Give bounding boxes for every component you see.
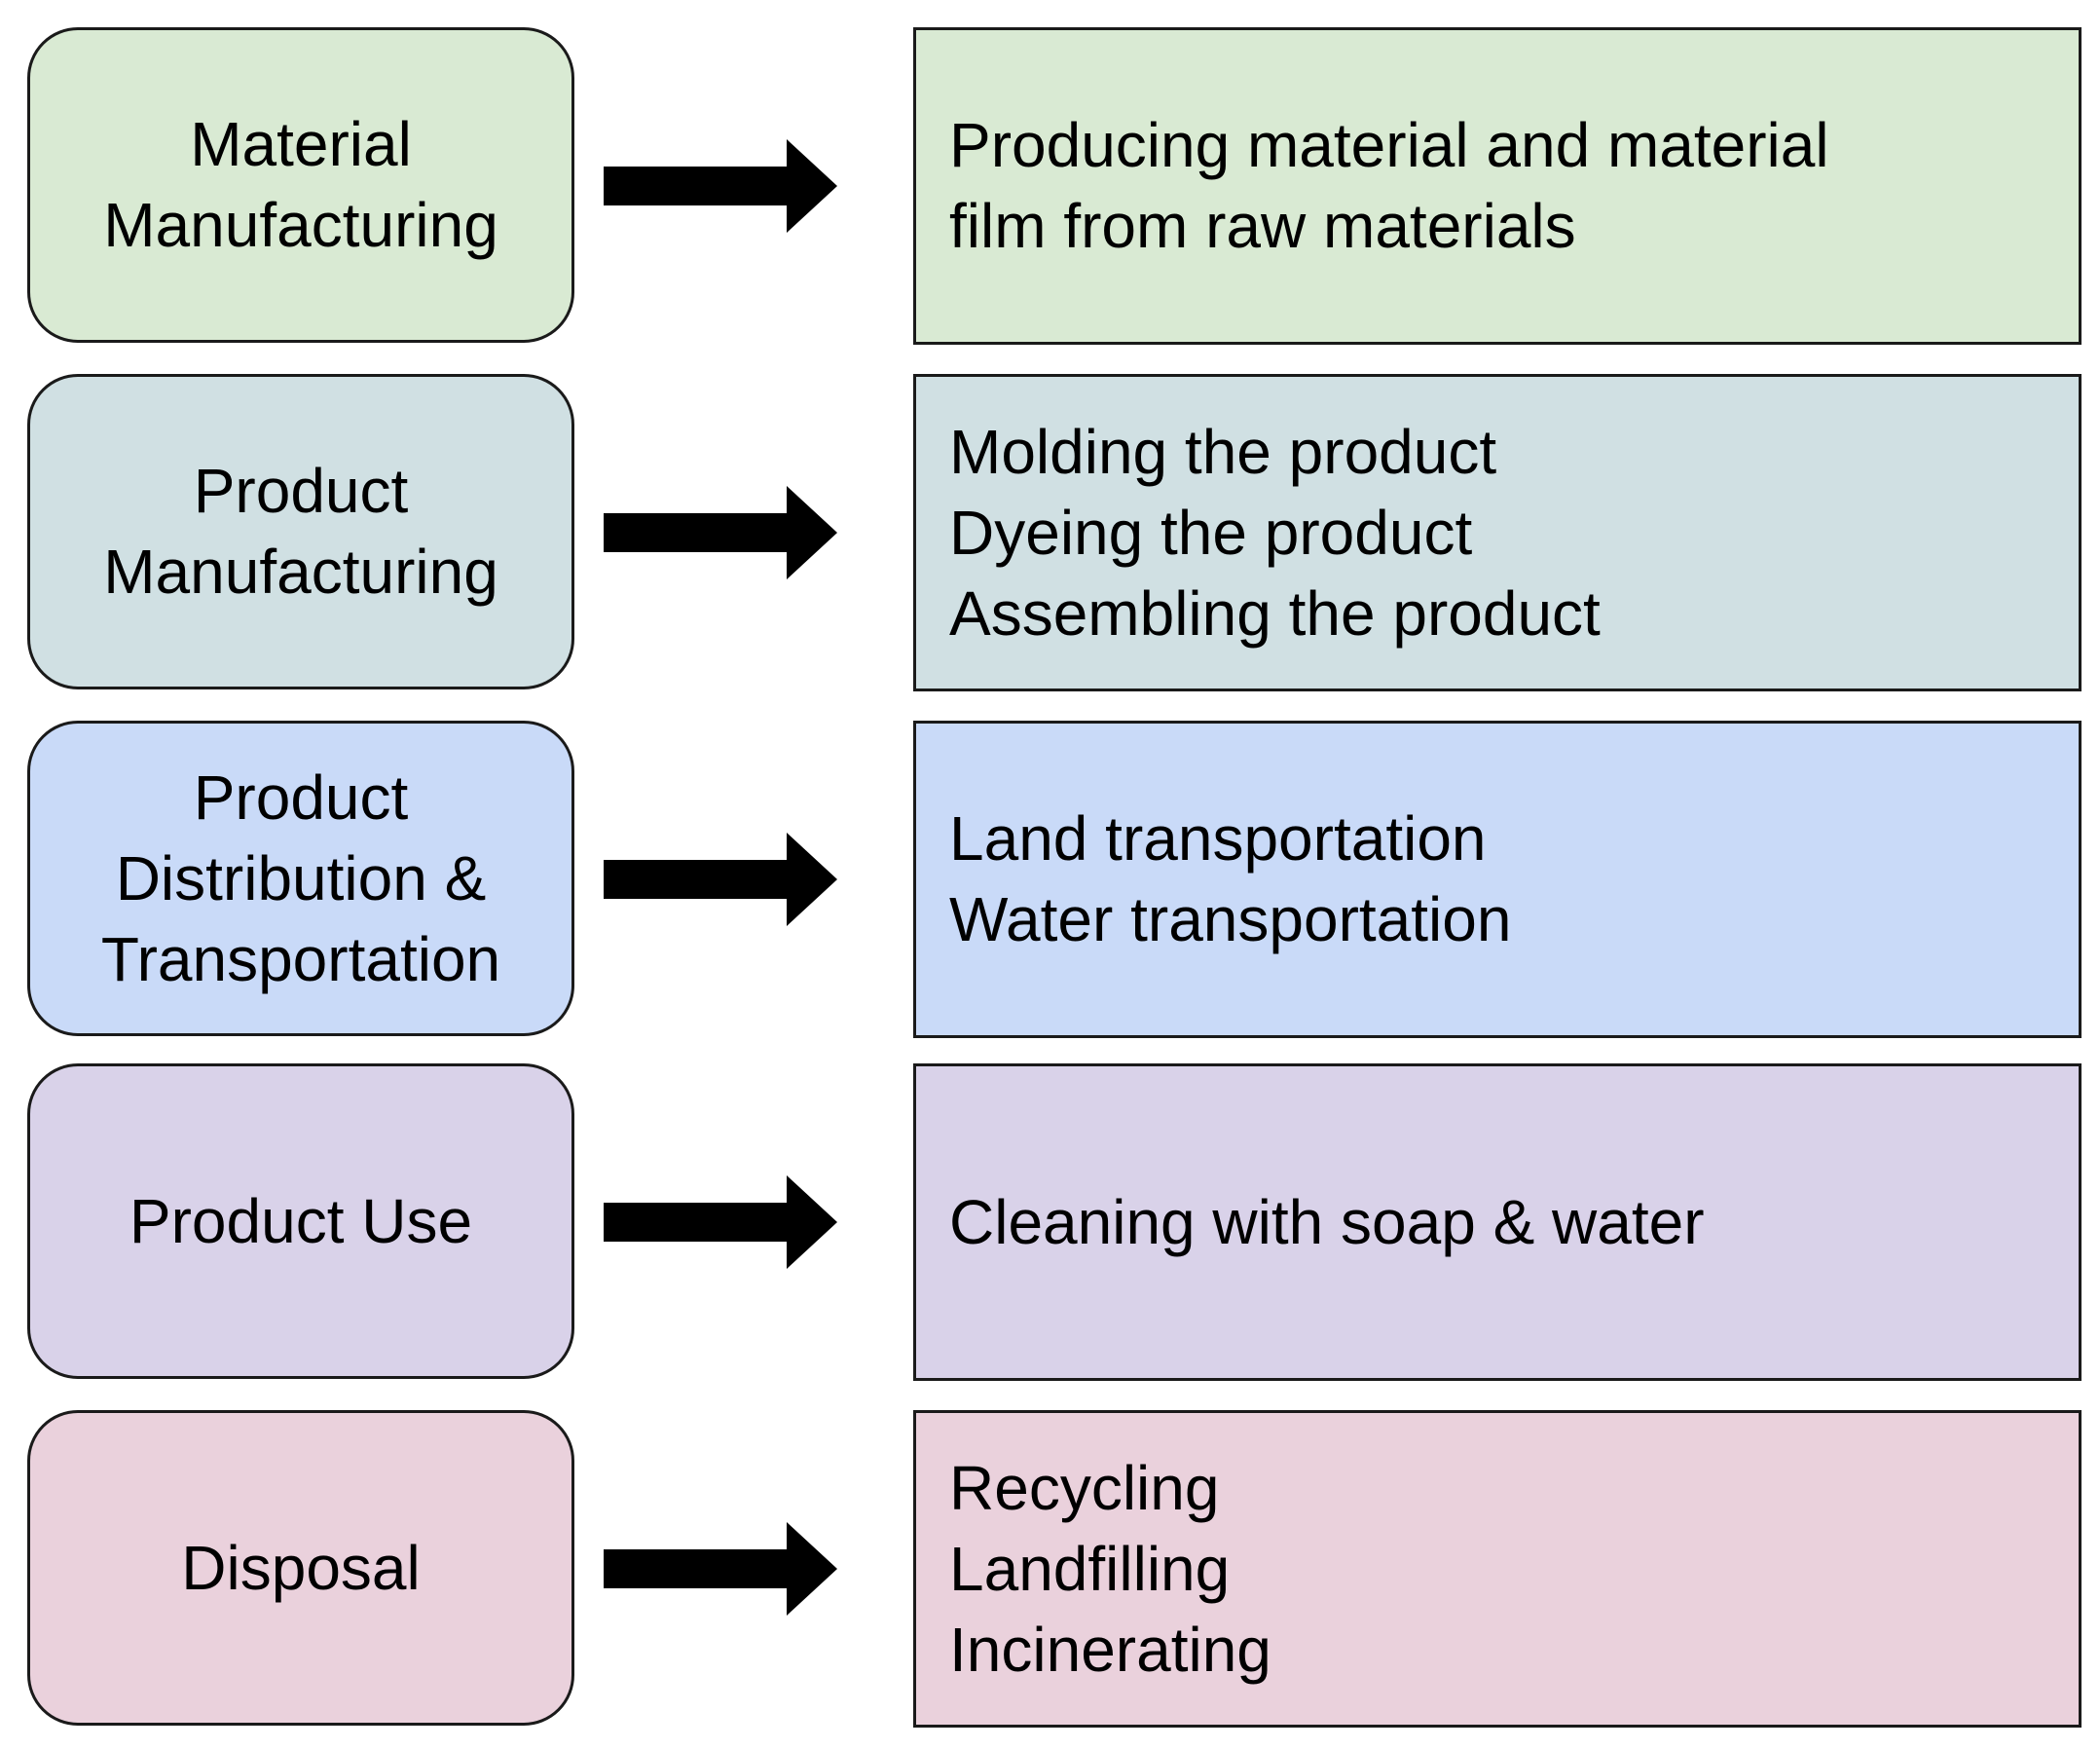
stage-row-distribution-transportation: Product Distribution & Transportation La…	[0, 721, 2100, 1038]
stage-box-disposal: Disposal	[27, 1410, 574, 1726]
right-arrow-icon	[604, 1175, 837, 1269]
stage-label: Disposal	[181, 1532, 421, 1603]
stage-label: Material Manufacturing	[103, 109, 498, 260]
right-arrow-icon	[604, 486, 837, 579]
detail-text: Land transportation Water transportation	[949, 803, 1512, 954]
detail-box-material-manufacturing: Producing material and material film fro…	[913, 27, 2082, 345]
stage-row-material-manufacturing: Material Manufacturing Producing materia…	[0, 27, 2100, 345]
detail-text: Cleaning with soap & water	[949, 1186, 1705, 1257]
stage-box-product-use: Product Use	[27, 1063, 574, 1379]
stage-box-product-manufacturing: Product Manufacturing	[27, 374, 574, 689]
stage-box-material-manufacturing: Material Manufacturing	[27, 27, 574, 343]
stage-row-disposal: Disposal Recycling Landfilling Incinerat…	[0, 1410, 2100, 1728]
detail-text: Recycling Landfilling Incinerating	[949, 1452, 1271, 1685]
detail-box-product-manufacturing: Molding the product Dyeing the product A…	[913, 374, 2082, 691]
detail-box-distribution-transportation: Land transportation Water transportation	[913, 721, 2082, 1038]
stage-label: Product Manufacturing	[103, 456, 498, 607]
detail-text: Molding the product Dyeing the product A…	[949, 416, 1601, 649]
stage-row-product-use: Product Use Cleaning with soap & water	[0, 1063, 2100, 1381]
right-arrow-icon	[604, 1522, 837, 1616]
stage-box-distribution-transportation: Product Distribution & Transportation	[27, 721, 574, 1036]
detail-box-disposal: Recycling Landfilling Incinerating	[913, 1410, 2082, 1728]
stage-row-product-manufacturing: Product Manufacturing Molding the produc…	[0, 374, 2100, 691]
stage-label: Product Distribution & Transportation	[100, 762, 501, 994]
right-arrow-icon	[604, 139, 837, 233]
right-arrow-icon	[604, 833, 837, 926]
detail-box-product-use: Cleaning with soap & water	[913, 1063, 2082, 1381]
detail-text: Producing material and material film fro…	[949, 110, 1829, 261]
stage-label: Product Use	[129, 1185, 473, 1256]
